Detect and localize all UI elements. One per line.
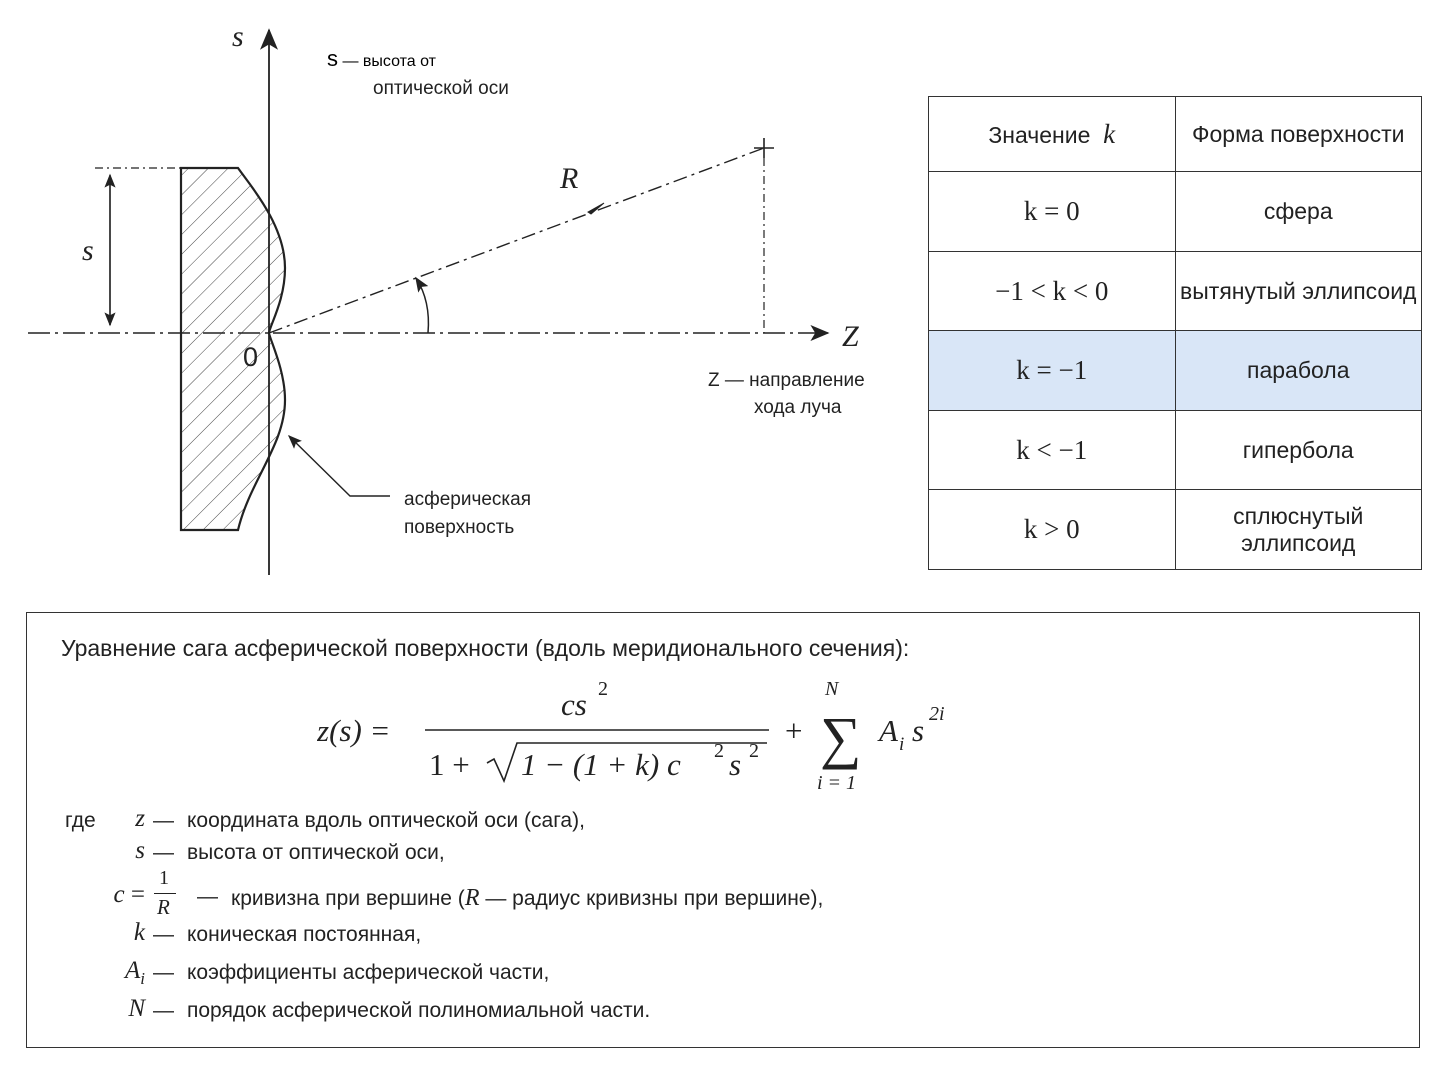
k-value-cell: k = −1 — [928, 330, 1176, 411]
eq-plus: + — [785, 713, 802, 748]
shape-header: Форма поверхности — [1174, 95, 1422, 173]
sigma-symbol: ∑ — [820, 705, 861, 770]
radius-label: R — [559, 162, 578, 195]
z-note-line1: Z — направление — [708, 370, 865, 391]
eq-den-root: 1 − (1 + k) c — [521, 747, 681, 782]
aspheric-lens-diagram: s Z 0 s R s — высота от оптической оси Z… — [28, 20, 865, 575]
surface-leader — [288, 435, 390, 497]
eq-den-s: s — [729, 747, 741, 782]
z-note-line2: хода луча — [754, 397, 842, 418]
radius-line — [268, 147, 765, 334]
sum-upper-limit: N — [824, 678, 840, 700]
table-row: k < −1 гипербола — [928, 409, 1422, 491]
k-value-cell: k < −1 — [928, 409, 1176, 491]
table-row: −1 < k < 0 вытянутый эллипсоид — [928, 250, 1422, 332]
s-note-line1: s — высота от — [327, 46, 437, 71]
origin-label: 0 — [243, 342, 258, 372]
sum-s: s — [912, 713, 924, 748]
formula-title: Уравнение сага асферической поверхности … — [61, 635, 910, 661]
shape-cell: гипербола — [1174, 409, 1422, 491]
k-value-cell: k = 0 — [928, 171, 1176, 252]
surface-note-line2: поверхность — [404, 517, 514, 538]
eq-den-one: 1 + — [429, 747, 470, 782]
shape-cell: сфера — [1174, 171, 1422, 252]
sag-equation: z(s) = cs 2 1 + 1 − (1 + k) c 2 s 2 + N … — [317, 678, 945, 794]
c-fraction-bar — [154, 893, 176, 894]
radius-arrow — [587, 202, 605, 215]
table-row-highlighted: k = −1 парабола — [928, 330, 1422, 411]
eq-lhs: z(s) = — [317, 713, 390, 748]
sum-sub: i — [899, 734, 904, 755]
z-axis-label: Z — [842, 320, 859, 353]
k-value-header: Значение k — [928, 95, 1176, 173]
s-axis-label: s — [232, 20, 244, 53]
s-note-line2: оптической оси — [373, 78, 509, 99]
formula-box: Уравнение сага асферической поверхности … — [26, 612, 1420, 1048]
definitions-list: где z — координата вдоль оптической оси … — [65, 805, 824, 1022]
surface-note-line1: асферическая — [404, 489, 531, 510]
shape-cell: парабола — [1174, 330, 1422, 411]
eq-den-c-exp: 2 — [714, 740, 724, 762]
sqrt-sign — [486, 742, 767, 784]
sum-term: A — [877, 713, 899, 748]
shape-cell: сплюснутый эллипсоид — [1174, 489, 1422, 570]
k-value-cell: k > 0 — [928, 489, 1176, 570]
conic-constant-table: Значение k Форма поверхности k = 0 сфера… — [928, 95, 1422, 570]
table-header-row: Значение k Форма поверхности — [928, 95, 1422, 173]
where-word: где — [65, 809, 96, 832]
angle-arc — [415, 276, 430, 334]
eq-numerator-exp: 2 — [598, 678, 608, 700]
shape-cell: вытянутый эллипсоид — [1174, 250, 1422, 332]
sum-lower-limit: i = 1 — [817, 772, 856, 794]
eq-den-s-exp: 2 — [749, 740, 759, 762]
sum-exp: 2i — [929, 703, 945, 725]
k-value-cell: −1 < k < 0 — [928, 250, 1176, 332]
table-row: k > 0 сплюснутый эллипсоид — [928, 489, 1422, 570]
s-height-label: s — [82, 234, 94, 267]
table-row: k = 0 сфера — [928, 171, 1422, 252]
eq-numerator: cs — [561, 687, 587, 722]
